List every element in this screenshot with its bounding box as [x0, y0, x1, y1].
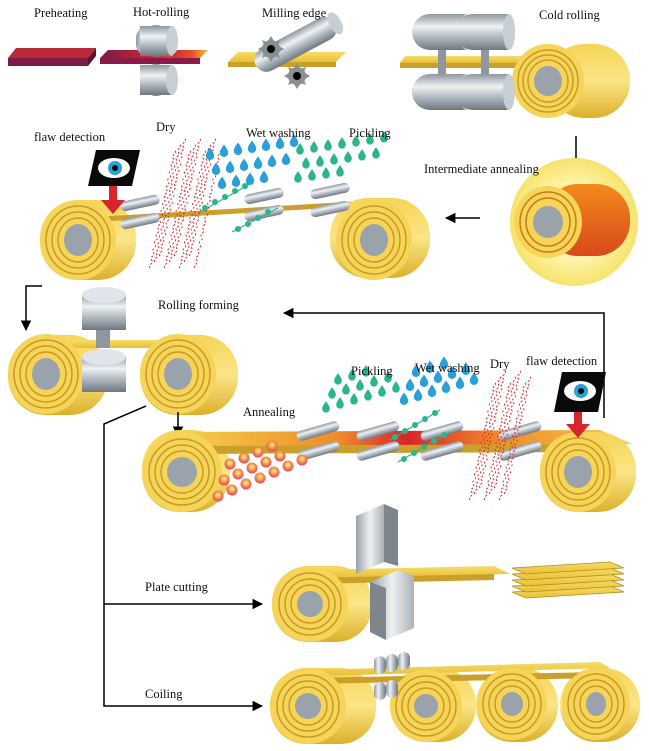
coil-icon	[270, 668, 346, 744]
plate-cutting-unit	[272, 504, 625, 642]
label-hot-rolling: Hot-rolling	[133, 5, 190, 19]
flaw-detector-2	[554, 372, 606, 438]
label-dry-2: Dry	[490, 357, 510, 371]
acid-drops-2	[322, 365, 400, 413]
coiling-unit	[270, 652, 640, 744]
eye-icon	[564, 381, 596, 401]
cold-rolling-unit	[400, 14, 630, 118]
label-intermediate-annealing: Intermediate annealing	[424, 162, 539, 176]
label-pickling-2: Pickling	[351, 364, 393, 378]
label-annealing: Annealing	[243, 405, 296, 419]
acid-drops-1	[294, 131, 388, 183]
arrow-icon	[20, 285, 42, 332]
milling-edge-unit	[228, 12, 346, 89]
annealing-flames	[212, 440, 308, 502]
hot-rolling-unit	[100, 25, 208, 96]
water-drops-1	[205, 134, 299, 190]
rolling-forming-unit	[8, 287, 238, 415]
preheating-slab	[8, 48, 96, 66]
label-pickling-1: Pickling	[349, 126, 391, 140]
label-preheating: Preheating	[34, 6, 88, 20]
label-cold-rolling: Cold rolling	[539, 8, 600, 22]
label-flaw-detection-2: flaw detection	[526, 354, 598, 368]
label-milling-edge: Milling edge	[262, 6, 327, 20]
water-drops-2	[399, 356, 479, 406]
annealing-line	[142, 409, 636, 512]
arrow-icon	[103, 405, 264, 712]
label-wet-washing-1: Wet washing	[246, 126, 311, 140]
flaw-detector-1	[88, 150, 140, 214]
label-rolling-forming: Rolling forming	[158, 298, 239, 312]
arrow-icon	[282, 307, 605, 418]
label-flaw-detection-1: flaw detection	[34, 130, 106, 144]
cleaning-line-1	[40, 182, 430, 280]
label-plate-cutting: Plate cutting	[145, 580, 208, 594]
label-coiling: Coiling	[145, 687, 183, 701]
eye-icon	[98, 158, 130, 178]
label-dry-1: Dry	[156, 120, 176, 134]
label-wet-washing-2: Wet washing	[415, 361, 480, 375]
intermediate-annealing-unit	[510, 158, 638, 286]
